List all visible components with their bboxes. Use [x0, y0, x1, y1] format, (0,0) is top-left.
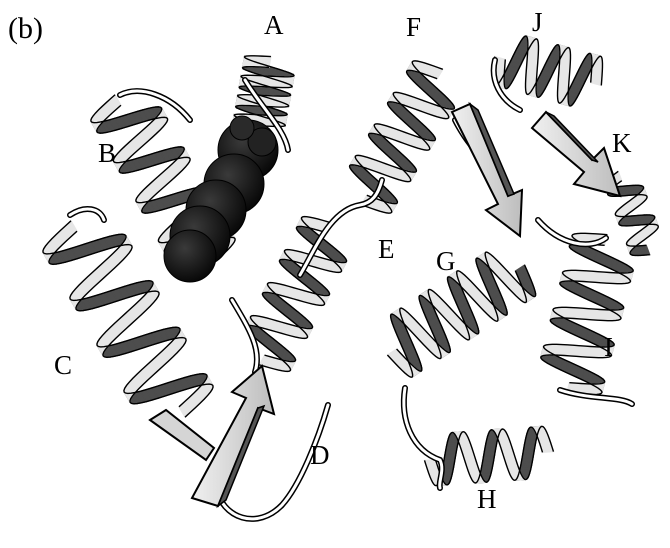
helix-label-h: H — [477, 486, 497, 513]
helix-j — [494, 36, 603, 106]
helix-g — [387, 252, 535, 377]
helix-label-a: A — [264, 12, 284, 39]
helix-label-c: C — [54, 352, 72, 379]
helix-label-k: K — [612, 130, 632, 157]
helix-label-j: J — [532, 9, 543, 36]
helix-layer — [43, 36, 658, 486]
beta-strand-F — [452, 104, 522, 236]
panel-label: (b) — [8, 14, 43, 44]
helix-label-i: I — [604, 334, 613, 361]
helix-f — [350, 61, 455, 213]
helix-label-e: E — [378, 236, 395, 263]
helix-label-b: B — [98, 140, 116, 167]
helix-label-g: G — [436, 248, 456, 275]
helix-label-d: D — [310, 442, 330, 469]
beta-strand-K — [532, 112, 620, 196]
helix-e — [245, 217, 346, 372]
helix-label-f: F — [406, 14, 421, 41]
helix-i — [541, 233, 633, 394]
loop-K-I — [538, 220, 606, 244]
